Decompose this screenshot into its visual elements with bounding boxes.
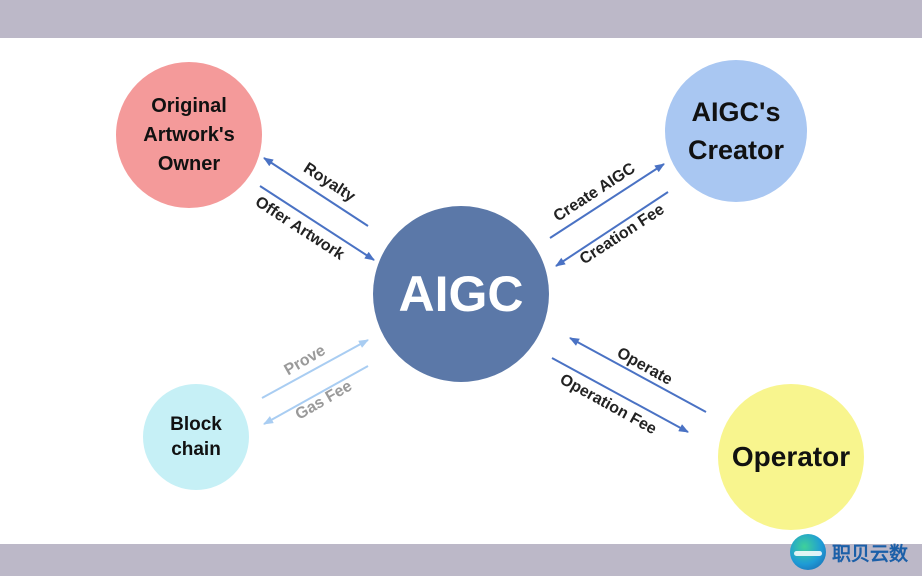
- node-aigc-center: AIGC: [373, 206, 549, 382]
- node-original-artwork-owner: Original Artwork's Owner: [116, 62, 262, 208]
- arrow-create-aigc: [549, 163, 665, 239]
- creator-line-2: Creator: [687, 135, 785, 165]
- arrow-operate: [569, 337, 707, 413]
- owner-line-2: Artwork's: [143, 123, 235, 146]
- operator-line-1: Operator: [731, 441, 851, 472]
- top-band: [0, 0, 922, 38]
- arrow-gas-fee: [263, 365, 369, 425]
- arrow-operation-fee: [551, 357, 689, 433]
- blockchain-line-1: Block: [170, 414, 222, 435]
- bottom-band: [0, 544, 922, 576]
- arrow-creation-fee: [555, 191, 669, 267]
- arrow-prove: [261, 339, 369, 399]
- brand-logo-icon: [790, 534, 826, 570]
- brand-text: 职贝云数: [832, 542, 909, 565]
- owner-line-1: Original: [151, 94, 227, 117]
- node-blockchain: Block chain: [143, 384, 249, 490]
- arrow-royalty: [263, 157, 369, 227]
- center-label: AIGC: [398, 266, 524, 322]
- blockchain-line-2: chain: [171, 439, 221, 460]
- creator-line-1: AIGC's: [691, 97, 781, 127]
- node-aigc-creator: AIGC's Creator: [665, 60, 807, 202]
- node-operator: Operator: [718, 384, 864, 530]
- arrow-offer-artwork: [259, 185, 375, 261]
- owner-line-3: Owner: [157, 152, 221, 175]
- brand-watermark: 职贝云数: [790, 532, 908, 572]
